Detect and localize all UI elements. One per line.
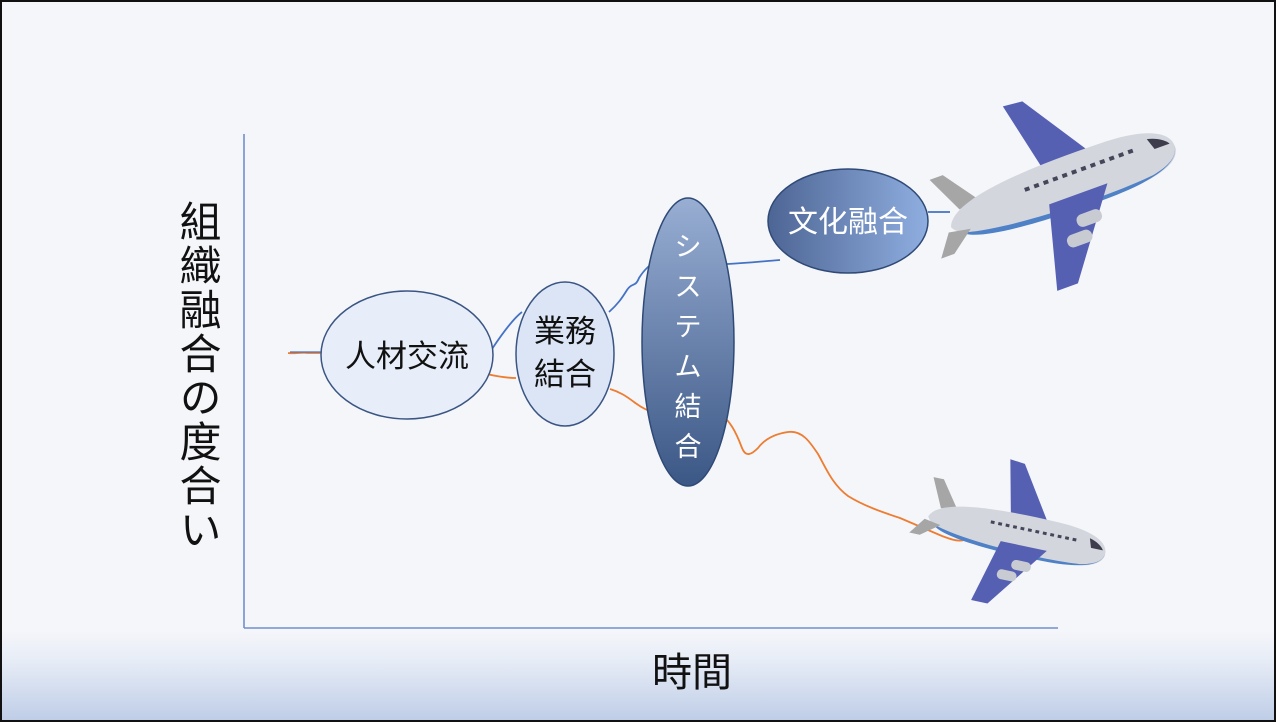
airplane-ascending-icon: [929, 101, 1176, 291]
y-axis-label: 組織融合の度合い: [173, 200, 222, 552]
stage-gyomu-ellipse: [515, 281, 615, 427]
stage-culture-ellipse: [767, 168, 929, 274]
stage-system-char-3: テ: [675, 312, 702, 343]
stage-gyomu-label-line2: 結合: [534, 357, 596, 393]
stage-gyomu-label-line1: 業務: [534, 314, 596, 350]
stage-jinzai-label: 人材交流: [345, 339, 469, 375]
airplane-descending-icon: [909, 459, 1106, 604]
stage-system-ellipse: [641, 197, 735, 487]
stage-jinzai-ellipse: [320, 290, 494, 420]
stage-system-char-4: ム: [675, 352, 702, 383]
stage-system-char-6: 合: [675, 432, 702, 463]
stage-system-char-1: シ: [675, 232, 702, 263]
stage-system-char-5: 結: [675, 392, 702, 423]
success-path: [491, 211, 950, 350]
stage-system-char-2: ス: [675, 272, 702, 303]
x-axis-label: 時間: [652, 650, 732, 696]
start-path: [287, 351, 322, 355]
stage-culture-label: 文化融合: [788, 205, 908, 240]
